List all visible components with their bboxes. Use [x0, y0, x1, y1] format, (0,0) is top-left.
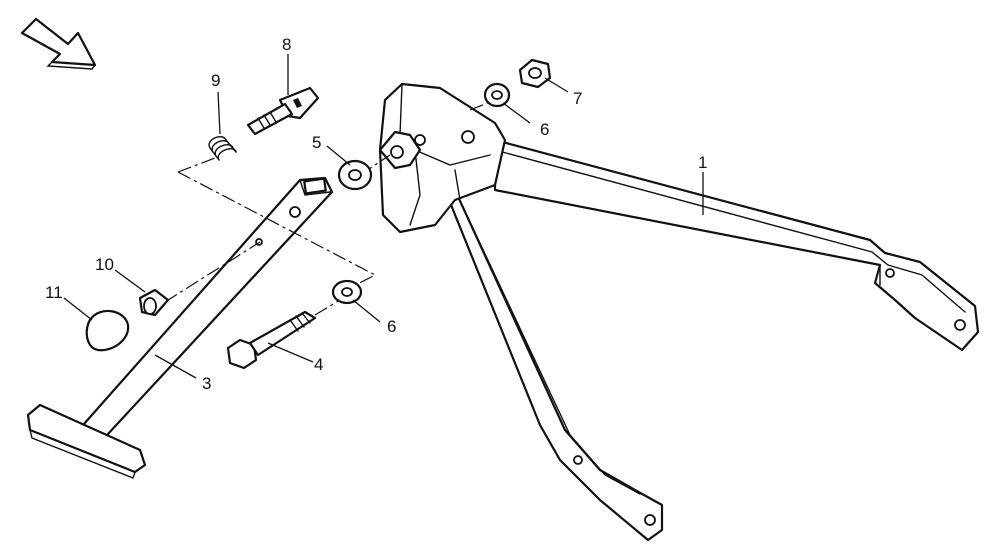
callout-4: 4	[314, 355, 323, 374]
leader-lines	[63, 54, 704, 379]
callout-6-upper: 6	[540, 120, 549, 139]
part-6-washer-lower	[331, 279, 363, 305]
part-7-nut	[518, 58, 552, 89]
part-4-bolt	[226, 310, 317, 370]
part-9-spring	[208, 136, 237, 161]
callout-3: 3	[202, 374, 211, 393]
callout-1: 1	[698, 153, 707, 172]
callout-5: 5	[312, 133, 321, 152]
callout-9: 9	[211, 71, 220, 90]
part-3-pedal-lever	[26, 176, 334, 479]
part-1-frame	[378, 82, 980, 542]
callout-11: 11	[45, 283, 63, 302]
part-5-washer	[337, 159, 373, 191]
callout-10: 10	[95, 255, 114, 274]
part-10-bushing	[138, 288, 170, 317]
callout-8: 8	[282, 35, 291, 54]
direction-arrow-icon	[20, 17, 97, 70]
callout-labels: 1 3 4 5 6 6 7 8 9 10 11	[45, 35, 707, 393]
part-6-washer-upper	[483, 82, 511, 108]
part-11-knob	[85, 309, 130, 352]
callout-7: 7	[573, 89, 582, 108]
part-8-adjusting-pin	[246, 86, 320, 136]
callout-6-lower: 6	[387, 317, 396, 336]
